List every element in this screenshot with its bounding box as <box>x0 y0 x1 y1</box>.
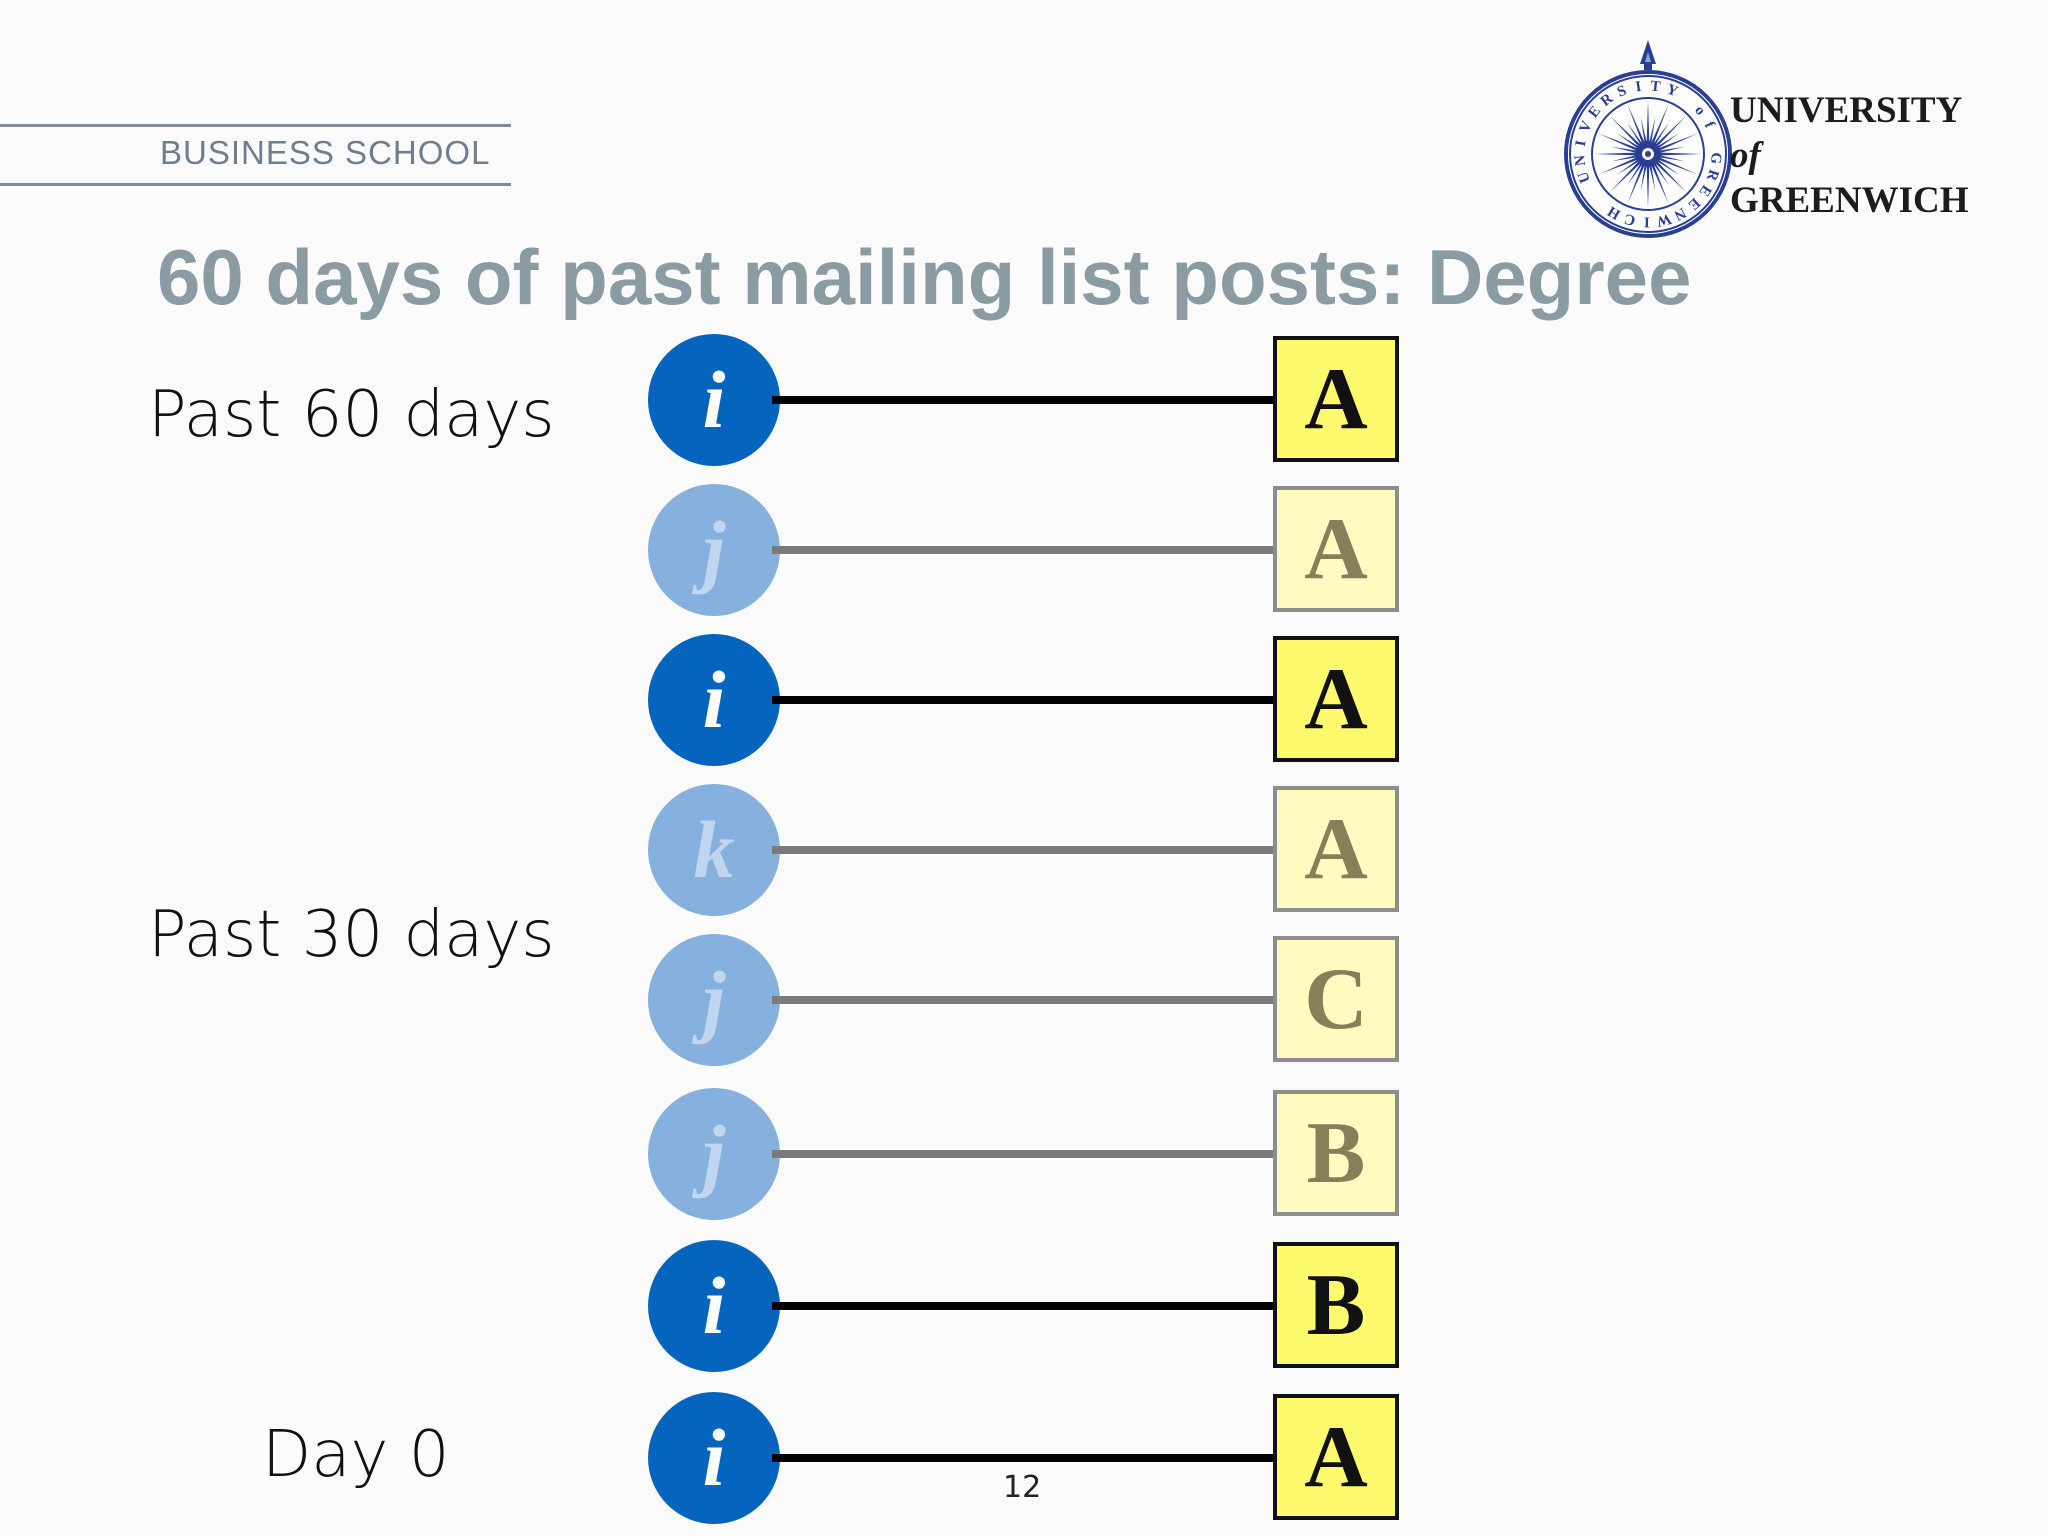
user-node: i <box>648 1392 780 1524</box>
user-node: j <box>648 934 780 1066</box>
period-label-past-30: Past 30 days <box>148 898 555 972</box>
post-arrow <box>772 1289 1306 1323</box>
seal-letter: W <box>1655 210 1673 229</box>
school-label: BUSINESS SCHOOL <box>160 134 491 171</box>
university-name-line2: of <box>1730 135 1761 176</box>
seal-ray <box>1609 115 1641 147</box>
seal-ray <box>1598 157 1638 175</box>
seal-ray <box>1627 104 1645 144</box>
seal-ray <box>1594 152 1637 156</box>
seal-letter: C <box>1623 210 1638 228</box>
seal-ray <box>1655 115 1687 147</box>
seal-ray <box>1649 165 1656 192</box>
mailing-list-box: B <box>1273 1090 1399 1216</box>
seal-ray <box>1626 122 1643 145</box>
seal-ray <box>1626 163 1643 186</box>
mailing-list-box: C <box>1273 936 1399 1062</box>
seal-ray <box>1610 155 1637 162</box>
user-node: i <box>648 1240 780 1372</box>
seal-ray <box>1610 146 1637 153</box>
mailing-list-box: B <box>1273 1242 1399 1368</box>
post-arrow <box>772 983 1306 1017</box>
post-arrow <box>772 683 1306 717</box>
user-node: i <box>648 634 780 766</box>
post-arrow <box>772 1137 1306 1171</box>
seal-letter: I <box>1573 139 1590 147</box>
seal-ray <box>1609 161 1641 193</box>
period-label-day-0: Day 0 <box>262 1418 450 1492</box>
period-label-past-60: Past 60 days <box>148 378 555 452</box>
seal-ray <box>1646 165 1650 208</box>
user-node: j <box>648 1088 780 1220</box>
seal-letter: I <box>1634 79 1642 96</box>
mailing-list-box: A <box>1273 1394 1399 1520</box>
seal-letter: N <box>1572 154 1589 166</box>
mailing-list-box: A <box>1273 636 1399 762</box>
page-number: 12 <box>1003 1470 1042 1505</box>
user-node: j <box>648 484 780 616</box>
seal-ray <box>1616 132 1639 149</box>
university-name: UNIVERSITY of GREENWICH <box>1730 88 1968 223</box>
seal-ray <box>1659 155 1686 162</box>
seal-letter: G <box>1707 152 1724 165</box>
seal-letter: U <box>1575 169 1594 185</box>
seal-ray <box>1649 116 1656 143</box>
page-title: 60 days of past mailing list posts: Degr… <box>157 233 1692 321</box>
seal-ray <box>1627 164 1645 204</box>
post-arrow <box>772 383 1306 417</box>
mailing-list-box: A <box>1273 486 1399 612</box>
seal-letter: I <box>1644 214 1650 230</box>
seal-ray <box>1651 164 1669 204</box>
seal-ray <box>1653 122 1670 145</box>
mailing-list-box: A <box>1273 786 1399 912</box>
user-node: i <box>648 334 780 466</box>
seal-ray <box>1646 100 1650 143</box>
school-header-rule <box>0 124 511 186</box>
seal-ray <box>1598 133 1638 151</box>
seal-ray <box>1640 116 1647 143</box>
seal-letter: R <box>1703 167 1722 182</box>
seal-ray <box>1657 159 1680 176</box>
seal-ray <box>1659 146 1686 153</box>
post-arrow <box>772 533 1306 567</box>
seal-ray <box>1658 133 1698 151</box>
seal-ray <box>1653 163 1670 186</box>
seal-ray <box>1659 152 1702 156</box>
post-arrow <box>772 833 1306 867</box>
seal-ray <box>1616 159 1639 176</box>
seal-ray <box>1657 132 1680 149</box>
post-arrow <box>772 1441 1306 1475</box>
seal-ray <box>1658 157 1698 175</box>
user-node: k <box>648 784 780 916</box>
seal-ray <box>1655 161 1687 193</box>
seal-letter: T <box>1650 78 1662 95</box>
seal-ray <box>1651 104 1669 144</box>
mailing-list-box: A <box>1273 336 1399 462</box>
seal-ray <box>1640 165 1647 192</box>
university-name-line1: UNIVERSITY <box>1730 90 1963 131</box>
university-name-line3: GREENWICH <box>1730 180 1969 221</box>
